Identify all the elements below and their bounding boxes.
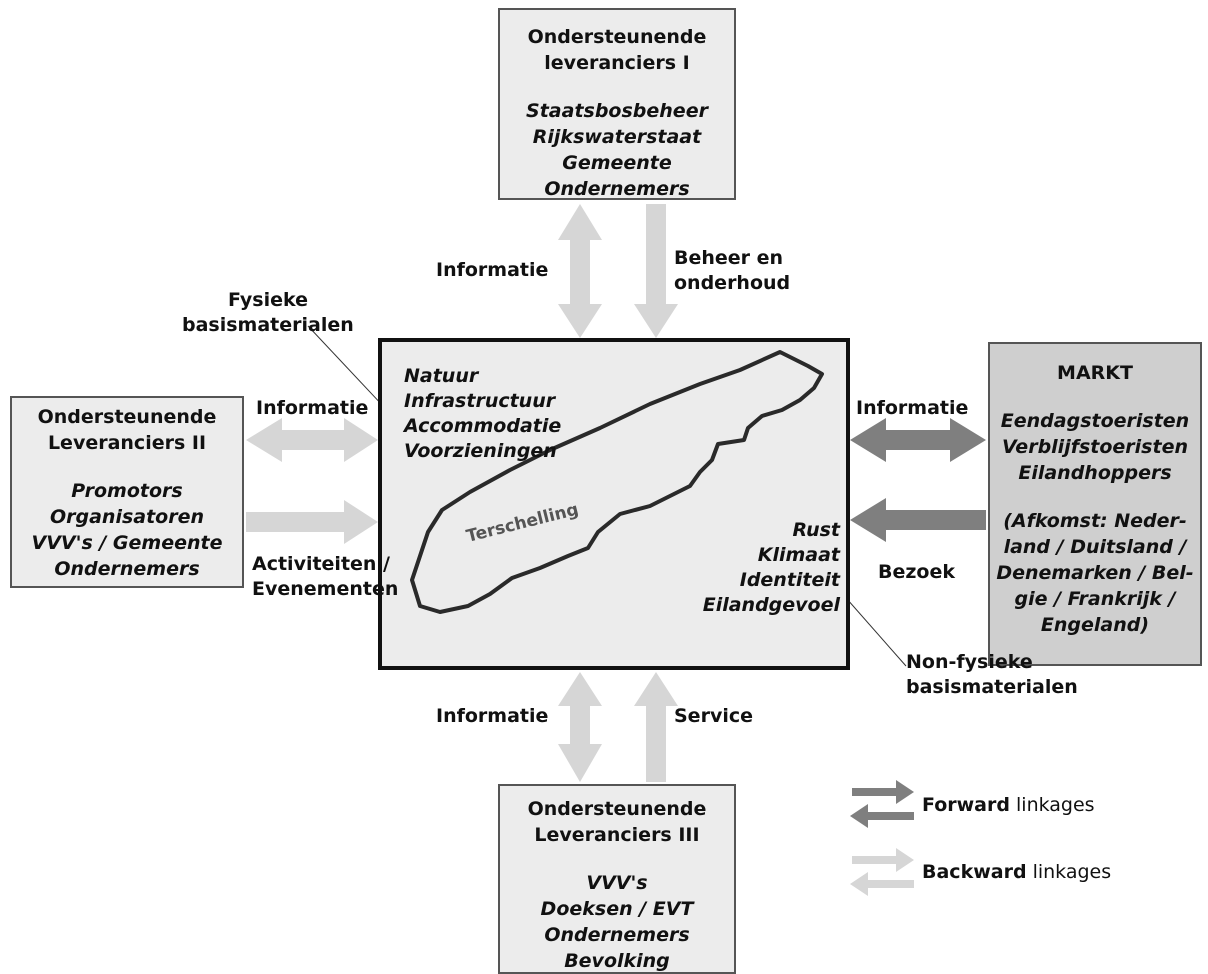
nonphysical-item: Rust xyxy=(792,519,840,541)
arrow-right-bezoek xyxy=(850,498,986,542)
nonphysical-item: Identiteit xyxy=(739,569,840,591)
box-item: Rijkswaterstaat xyxy=(532,126,702,148)
legend-backward-arrow-right xyxy=(852,848,914,872)
box-title: MARKT xyxy=(1057,362,1133,384)
legend-backward: Backward linkages xyxy=(922,860,1111,885)
supplier-box-bottom: Ondersteunende Leveranciers III VVV's Do… xyxy=(498,784,736,974)
label-line: Non-fysieke xyxy=(906,651,1033,673)
box-item: Bevolking xyxy=(564,950,670,972)
label-top-informatie: Informatie xyxy=(436,259,549,281)
box-title: Leveranciers III xyxy=(534,824,700,846)
market-box: MARKT Eendagstoeristen Verblijfstoeriste… xyxy=(988,342,1202,666)
box-item: VVV's xyxy=(586,872,648,894)
label-line: Fysieke xyxy=(227,289,308,311)
label-line: Activiteiten / xyxy=(252,553,390,575)
label-left-activiteiten: Activiteiten / Evenementen xyxy=(252,552,398,602)
arrow-top-beheer xyxy=(634,204,678,338)
supplier-box-top: Ondersteunende leveranciers I Staatsbosb… xyxy=(498,8,736,200)
physical-item: Voorzieningen xyxy=(404,440,557,462)
label-line: basismaterialen xyxy=(182,314,354,336)
arrow-right-informatie xyxy=(850,418,986,462)
label-right-bezoek: Bezoek xyxy=(878,561,956,583)
supplier-box-left: Ondersteunende Leveranciers II Promotors… xyxy=(10,396,244,588)
label-left-informatie: Informatie xyxy=(256,397,369,419)
box-title: Ondersteunende xyxy=(527,26,707,48)
arrow-top-informatie xyxy=(558,204,602,338)
box-item: Eendagstoeristen xyxy=(1000,410,1190,432)
island-name: Terschelling xyxy=(464,500,580,547)
box-title: Leveranciers II xyxy=(47,432,207,454)
origin-line: land / Duitsland / xyxy=(1003,536,1187,558)
label-line: Evenementen xyxy=(252,578,399,600)
physical-materials-list: Natuur Infrastructuur Accommodatie Voorz… xyxy=(404,364,561,464)
box-item: Gemeente xyxy=(562,152,672,174)
arrow-left-activiteiten xyxy=(246,500,378,544)
box-item: Verblijfstoeristen xyxy=(1001,436,1188,458)
box-item: Doeksen / EVT xyxy=(540,898,694,920)
label-line: Beheer en xyxy=(674,247,784,269)
legend-forward: Forward linkages xyxy=(922,793,1095,818)
arrow-bottom-service xyxy=(634,672,678,782)
legend-forward-rest: linkages xyxy=(1009,794,1095,816)
label-bottom-service: Service xyxy=(674,705,753,727)
label-line: basismaterialen xyxy=(906,676,1078,698)
legend-backward-bold: Backward xyxy=(922,861,1027,883)
box-item: Ondernemers xyxy=(544,178,690,200)
label-bottom-informatie: Informatie xyxy=(436,705,549,727)
label-physical-materials: Fysieke basismaterialen xyxy=(182,288,354,338)
box-item: Eilandhoppers xyxy=(1018,462,1172,484)
box-item: Staatsbosbeheer xyxy=(526,100,708,122)
box-item: VVV's / Gemeente xyxy=(31,532,223,554)
legend-backward-rest: linkages xyxy=(1026,861,1112,883)
origin-line: gie / Frankrijk / xyxy=(1014,588,1176,610)
box-item: Ondernemers xyxy=(544,924,690,946)
origin-line: Denemarken / Bel- xyxy=(996,562,1194,584)
terschelling-core-box xyxy=(378,338,850,670)
arrow-bottom-informatie xyxy=(558,672,602,782)
box-item: Promotors xyxy=(71,480,183,502)
box-item: Organisatoren xyxy=(49,506,205,528)
legend-forward-arrow-left xyxy=(850,804,914,828)
box-title: Ondersteunende xyxy=(37,406,217,428)
label-top-beheer: Beheer en onderhoud xyxy=(674,246,790,296)
box-item: Ondernemers xyxy=(54,558,200,580)
physical-item: Accommodatie xyxy=(404,415,562,437)
origin-line: Engeland) xyxy=(1040,614,1150,636)
physical-item: Natuur xyxy=(404,365,479,387)
arrow-left-informatie xyxy=(246,418,378,462)
nonphysical-materials-list: Rust Klimaat Identiteit Eilandgevoel xyxy=(703,518,840,618)
legend-backward-arrow-left xyxy=(850,872,914,896)
physical-item: Infrastructuur xyxy=(404,390,556,412)
legend-forward-bold: Forward xyxy=(922,794,1010,816)
label-right-informatie: Informatie xyxy=(856,397,969,419)
label-nonphysical-materials: Non-fysieke basismaterialen xyxy=(906,650,1078,700)
legend-forward-arrow-right xyxy=(852,780,914,804)
nonphysical-item: Eilandgevoel xyxy=(702,594,840,616)
label-line: onderhoud xyxy=(674,272,791,294)
origin-line: (Afkomst: Neder- xyxy=(1003,510,1187,532)
terschelling-island-outline xyxy=(410,350,824,614)
box-title: leveranciers I xyxy=(544,52,690,74)
nonphysical-item: Klimaat xyxy=(757,544,840,566)
box-title: Ondersteunende xyxy=(527,798,707,820)
